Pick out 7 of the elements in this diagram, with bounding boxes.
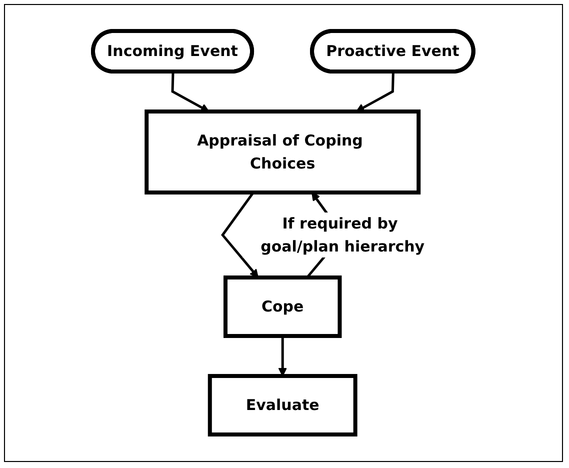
arrow — [221, 192, 259, 278]
arrow — [172, 72, 210, 112]
node-box — [224, 276, 342, 338]
node-box — [144, 110, 421, 195]
arrow — [356, 72, 395, 112]
arrow — [278, 336, 288, 377]
node-box — [208, 374, 358, 437]
